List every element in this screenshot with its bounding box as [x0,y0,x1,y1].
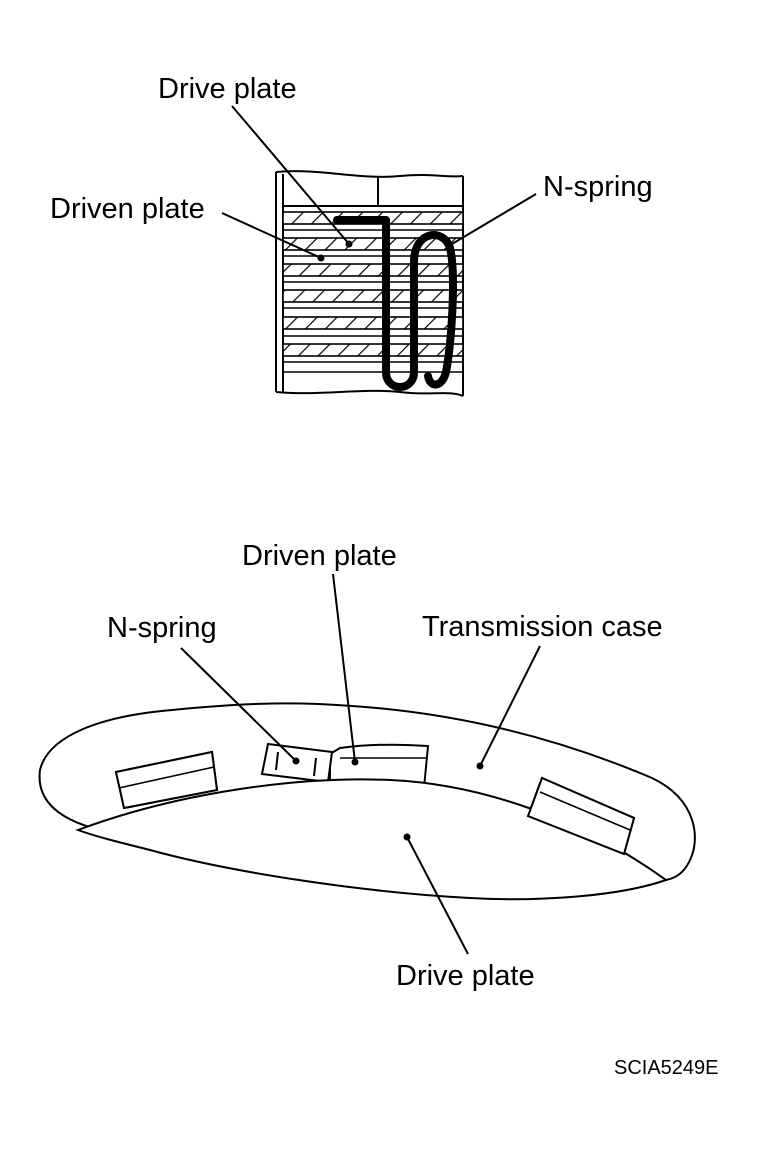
case-leader [479,645,541,767]
driven-plate-dot-b [351,758,359,766]
driven-plates [283,229,463,373]
drive-plate-leader [231,105,350,245]
bottom-break-line [275,389,464,397]
driven-plate-leader-b [332,573,356,763]
drive-plate-2 [282,237,464,251]
drive-plate-4 [282,289,464,303]
transmission-case-label: Transmission case [422,611,663,643]
n-spring-dot-b [292,757,300,765]
driven-plate-label: Driven plate [50,193,205,225]
n-spring-leader [451,193,537,245]
n-spring-label: N-spring [543,171,653,203]
clutch-pack-section: Drive plate Driven plate N-spring [50,73,653,397]
driven-plate-leader [221,212,322,259]
drive-plate-leader-b [406,836,469,955]
drive-plate-dot-b [403,833,411,841]
driven-plate-leader-dot [317,254,325,262]
drive-plate-3 [282,263,464,277]
left-plate-front [114,750,219,810]
drive-plate-6 [282,343,464,357]
driven-plate-label-b: Driven plate [242,540,397,572]
top-break-line [275,170,464,178]
drive-plate-label-b: Drive plate [396,960,535,992]
right-plate-front [526,776,636,856]
drive-plate-face [75,778,669,901]
n-spring-label-b: N-spring [107,612,217,644]
drive-plate-label: Drive plate [158,73,297,105]
case-dot [476,762,484,770]
drive-plate-leader-dot [345,240,353,248]
n-spring-wire [333,216,457,391]
transmission-case-view: Driven plate N-spring Transmission case … [38,540,696,992]
drive-plate-5 [282,316,464,330]
figure-code: SCIA5249E [614,1057,719,1079]
n-spring-leader-b [180,647,297,762]
